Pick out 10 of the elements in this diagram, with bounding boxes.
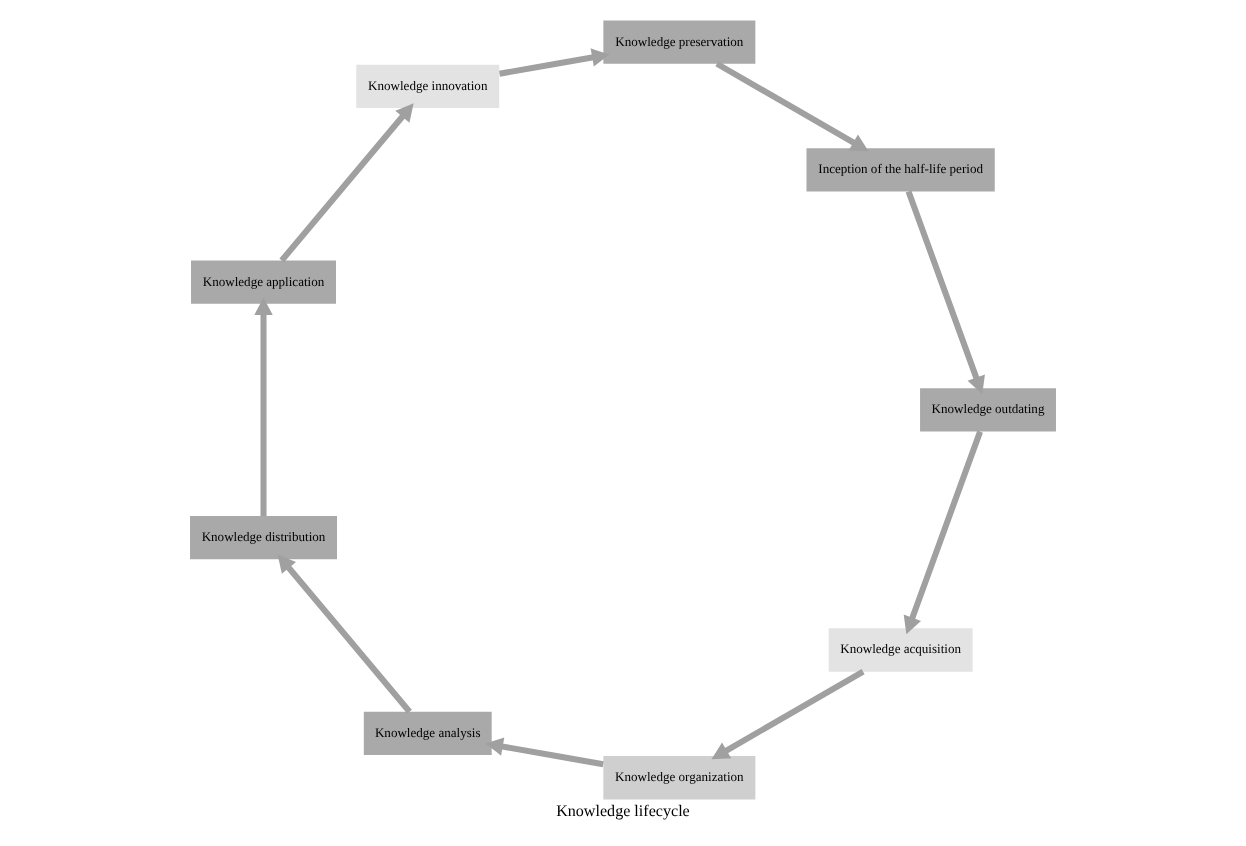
- arrow: [903, 430, 983, 635]
- arrow: [279, 103, 414, 263]
- arrow: [711, 669, 865, 760]
- arrow: [905, 190, 985, 395]
- diagram-title: Knowledge lifecycle: [556, 802, 690, 821]
- arrow: [485, 737, 604, 768]
- arrow: [254, 297, 273, 516]
- arrow: [715, 61, 869, 152]
- arrow: [277, 554, 412, 714]
- arrow: [499, 48, 610, 77]
